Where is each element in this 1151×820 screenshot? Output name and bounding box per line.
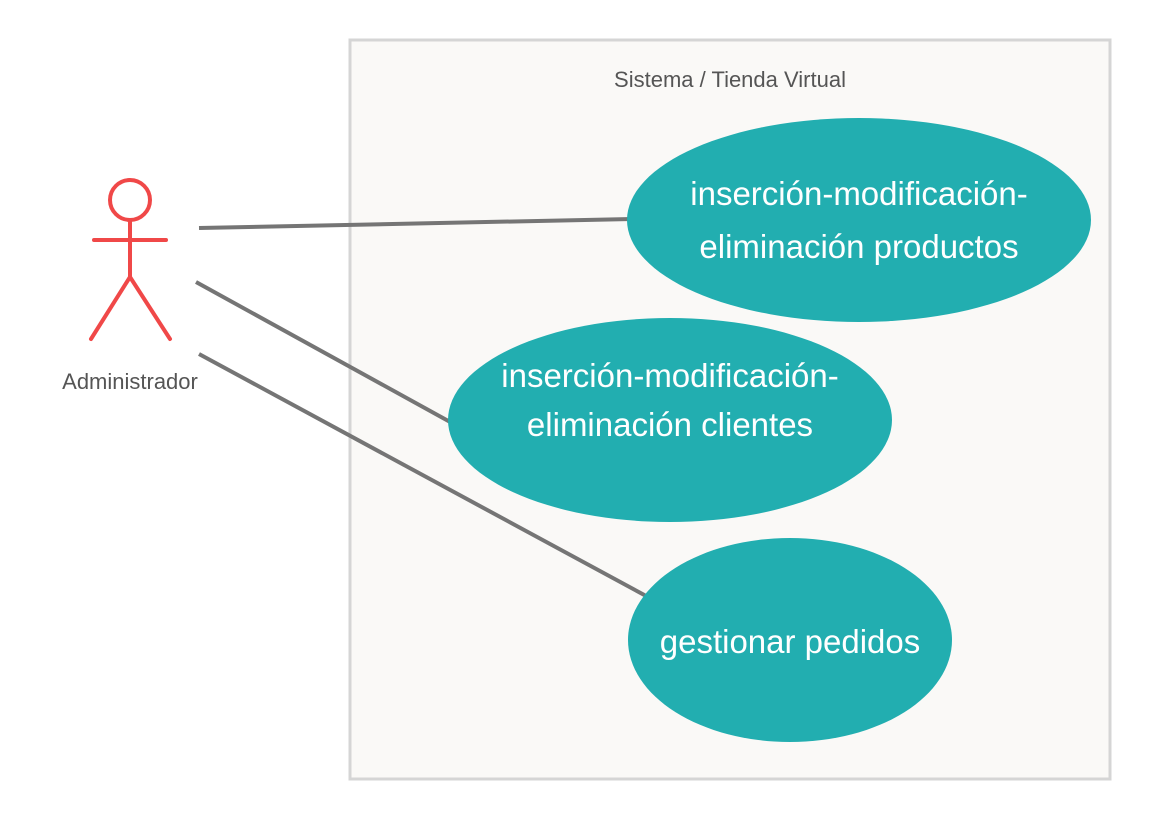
system-title: Sistema / Tienda Virtual (614, 67, 846, 92)
use-case-label-line2: eliminación clientes (527, 406, 813, 443)
use-case-pedidos[interactable]: gestionar pedidos (628, 538, 952, 742)
use-case-clientes[interactable]: inserción-modificación- eliminación clie… (448, 318, 892, 522)
association-line-clientes[interactable] (195, 280, 453, 425)
use-case-productos[interactable]: inserción-modificación- eliminación prod… (627, 118, 1091, 322)
use-case-label-line2: eliminación productos (699, 228, 1018, 265)
use-case-ellipse (627, 118, 1091, 322)
use-case-label-line1: inserción-modificación- (690, 175, 1027, 212)
use-case-ellipse (448, 318, 892, 522)
association-line-productos[interactable] (198, 217, 633, 230)
associations (195, 217, 649, 599)
association-line-pedidos[interactable] (198, 352, 649, 599)
stick-figure-icon (89, 178, 172, 341)
use-case-label-line1: inserción-modificación- (501, 357, 838, 394)
use-case-ellipse (628, 538, 952, 742)
actor-label: Administrador (62, 369, 198, 394)
actor-administrador[interactable]: Administrador (62, 178, 198, 394)
use-case-label: gestionar pedidos (660, 623, 921, 660)
